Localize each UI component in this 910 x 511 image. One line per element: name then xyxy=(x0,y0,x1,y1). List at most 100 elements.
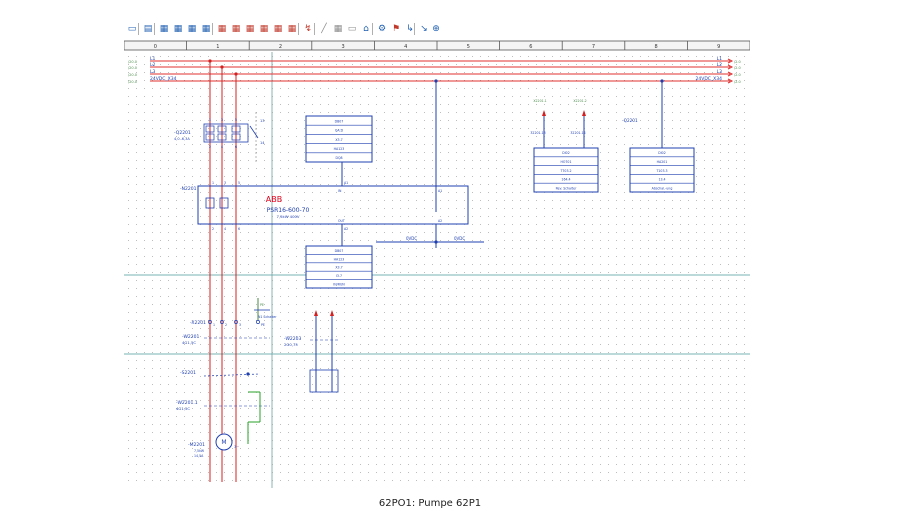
grid-dot xyxy=(648,408,649,409)
aux-contact-number: 14 xyxy=(260,141,265,145)
grid-dot xyxy=(528,248,529,249)
grid-dot xyxy=(544,312,545,313)
grid-dot xyxy=(288,176,289,177)
grid-dot xyxy=(680,392,681,393)
grid-dot xyxy=(440,120,441,121)
grid-dot xyxy=(520,208,521,209)
grid-dot xyxy=(224,336,225,337)
page-view-icon[interactable]: ▦ xyxy=(159,24,169,34)
grid-dot xyxy=(160,200,161,201)
cross-reference-icon[interactable]: ⚑ xyxy=(391,24,401,34)
grid-dot xyxy=(696,96,697,97)
grid-dot xyxy=(576,400,577,401)
grid-dot xyxy=(224,424,225,425)
grid-dot xyxy=(704,440,705,441)
insert-symbol-icon[interactable]: ▦ xyxy=(217,24,227,34)
grid-dot xyxy=(296,344,297,345)
grid-dot xyxy=(600,216,601,217)
wire-icon[interactable]: ╱ xyxy=(321,24,327,34)
jump-icon[interactable]: ↳ xyxy=(406,24,414,34)
grid-dot xyxy=(592,224,593,225)
grid-dot xyxy=(200,184,201,185)
grid-dot xyxy=(704,384,705,385)
potential-icon[interactable]: ↯ xyxy=(304,24,312,34)
wire-icon[interactable]: ▦ xyxy=(333,24,343,34)
grid-dot xyxy=(456,408,457,409)
grid-dot xyxy=(152,96,153,97)
grid-dot xyxy=(408,464,409,465)
grid-dot xyxy=(640,264,641,265)
grid-dot xyxy=(336,464,337,465)
ruler-column-label: 5 xyxy=(467,44,470,50)
grid-dot xyxy=(552,136,553,137)
grid-dot xyxy=(728,408,729,409)
insert-device-icon[interactable]: ▦ xyxy=(231,24,241,34)
grid-dot xyxy=(256,280,257,281)
black-box-icon[interactable]: ▦ xyxy=(287,24,297,34)
insert-cable-icon[interactable]: ▦ xyxy=(259,24,269,34)
grid-dot xyxy=(624,120,625,121)
insert-plc-icon[interactable]: ▦ xyxy=(273,24,283,34)
grid-dot xyxy=(528,96,529,97)
grid-dot xyxy=(192,456,193,457)
grid-dot xyxy=(264,192,265,193)
navigate-icon[interactable]: ↘ xyxy=(420,24,428,34)
grid-dot xyxy=(320,400,321,401)
grid-dot xyxy=(360,424,361,425)
grid-dot xyxy=(616,384,617,385)
grid-dot xyxy=(248,344,249,345)
grid-dot xyxy=(448,184,449,185)
grid-dot xyxy=(208,296,209,297)
grid-dot xyxy=(424,256,425,257)
grid-dot xyxy=(296,480,297,481)
grid-dot xyxy=(296,232,297,233)
grid-dot xyxy=(576,424,577,425)
grid-dot xyxy=(688,296,689,297)
grid-dot xyxy=(528,112,529,113)
grid-dot xyxy=(240,88,241,89)
grid-dot xyxy=(712,432,713,433)
page-properties-icon[interactable]: ▤ xyxy=(143,24,153,34)
grid-dot xyxy=(608,304,609,305)
grid-dot xyxy=(224,456,225,457)
grid-dot xyxy=(136,352,137,353)
grid-dot xyxy=(384,304,385,305)
grid-dot xyxy=(488,264,489,265)
new-page-icon[interactable]: ▭ xyxy=(127,24,137,34)
grid-dot xyxy=(528,304,529,305)
grid-dot xyxy=(648,144,649,145)
grid-dot xyxy=(464,200,465,201)
grid-dot xyxy=(288,248,289,249)
connection-point-icon[interactable]: ⌂ xyxy=(363,24,369,34)
grid-dot xyxy=(320,112,321,113)
insert-terminal-icon[interactable]: ▦ xyxy=(245,24,255,34)
grid-dot xyxy=(680,216,681,217)
page-view-icon[interactable]: ▦ xyxy=(187,24,197,34)
interruption-point-icon[interactable]: ⚙ xyxy=(377,24,387,34)
grid-dot xyxy=(240,456,241,457)
grid-dot xyxy=(696,128,697,129)
grid-dot xyxy=(232,152,233,153)
grid-dot xyxy=(280,136,281,137)
grid-dot xyxy=(200,448,201,449)
target-icon[interactable]: ⊕ xyxy=(432,24,440,34)
grid-dot xyxy=(208,264,209,265)
grid-dot xyxy=(496,320,497,321)
grid-dot xyxy=(664,344,665,345)
grid-dot xyxy=(440,272,441,273)
grid-dot xyxy=(256,72,257,73)
page-view-icon[interactable]: ▦ xyxy=(173,24,183,34)
wire-icon[interactable]: ▭ xyxy=(347,24,357,34)
page-view-icon[interactable]: ▦ xyxy=(201,24,211,34)
grid-dot xyxy=(488,96,489,97)
